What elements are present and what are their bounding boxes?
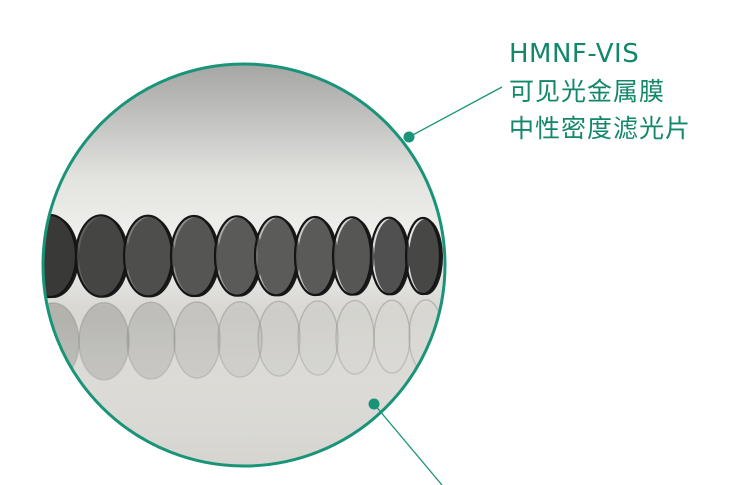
product-label: HMNF-VIS 可见光金属膜 中性密度滤光片: [509, 36, 744, 147]
filter-discs: [43, 213, 443, 299]
filter-disc-edge: [409, 219, 443, 295]
photo-area: [43, 64, 445, 466]
product-name-line-2: 中性密度滤光片: [509, 114, 692, 143]
callout-dot-top: [403, 131, 415, 143]
filter-disc: [293, 215, 337, 297]
frame-ring: [41, 62, 447, 468]
filter-disc: [404, 216, 442, 296]
filter-disc-edge: [298, 218, 338, 296]
filter-disc: [122, 214, 174, 298]
model-name: HMNF-VIS: [509, 39, 640, 69]
floor-fade: [43, 318, 445, 466]
filter-disc-edge: [336, 218, 374, 296]
filter-disc: [253, 215, 299, 297]
filter-disc: [331, 216, 373, 296]
filter-disc-edge: [374, 218, 410, 296]
filter-disc: [213, 215, 261, 297]
filter-disc: [369, 216, 409, 296]
filter-disc: [169, 214, 219, 298]
callout-leader-top: [408, 86, 503, 138]
filter-disc: [74, 214, 128, 298]
filter-disc: [43, 213, 78, 299]
product-name-line-1: 可见光金属膜: [509, 77, 666, 106]
callout-leader-bottom: [373, 403, 443, 485]
callout-dot-bottom: [368, 398, 380, 410]
